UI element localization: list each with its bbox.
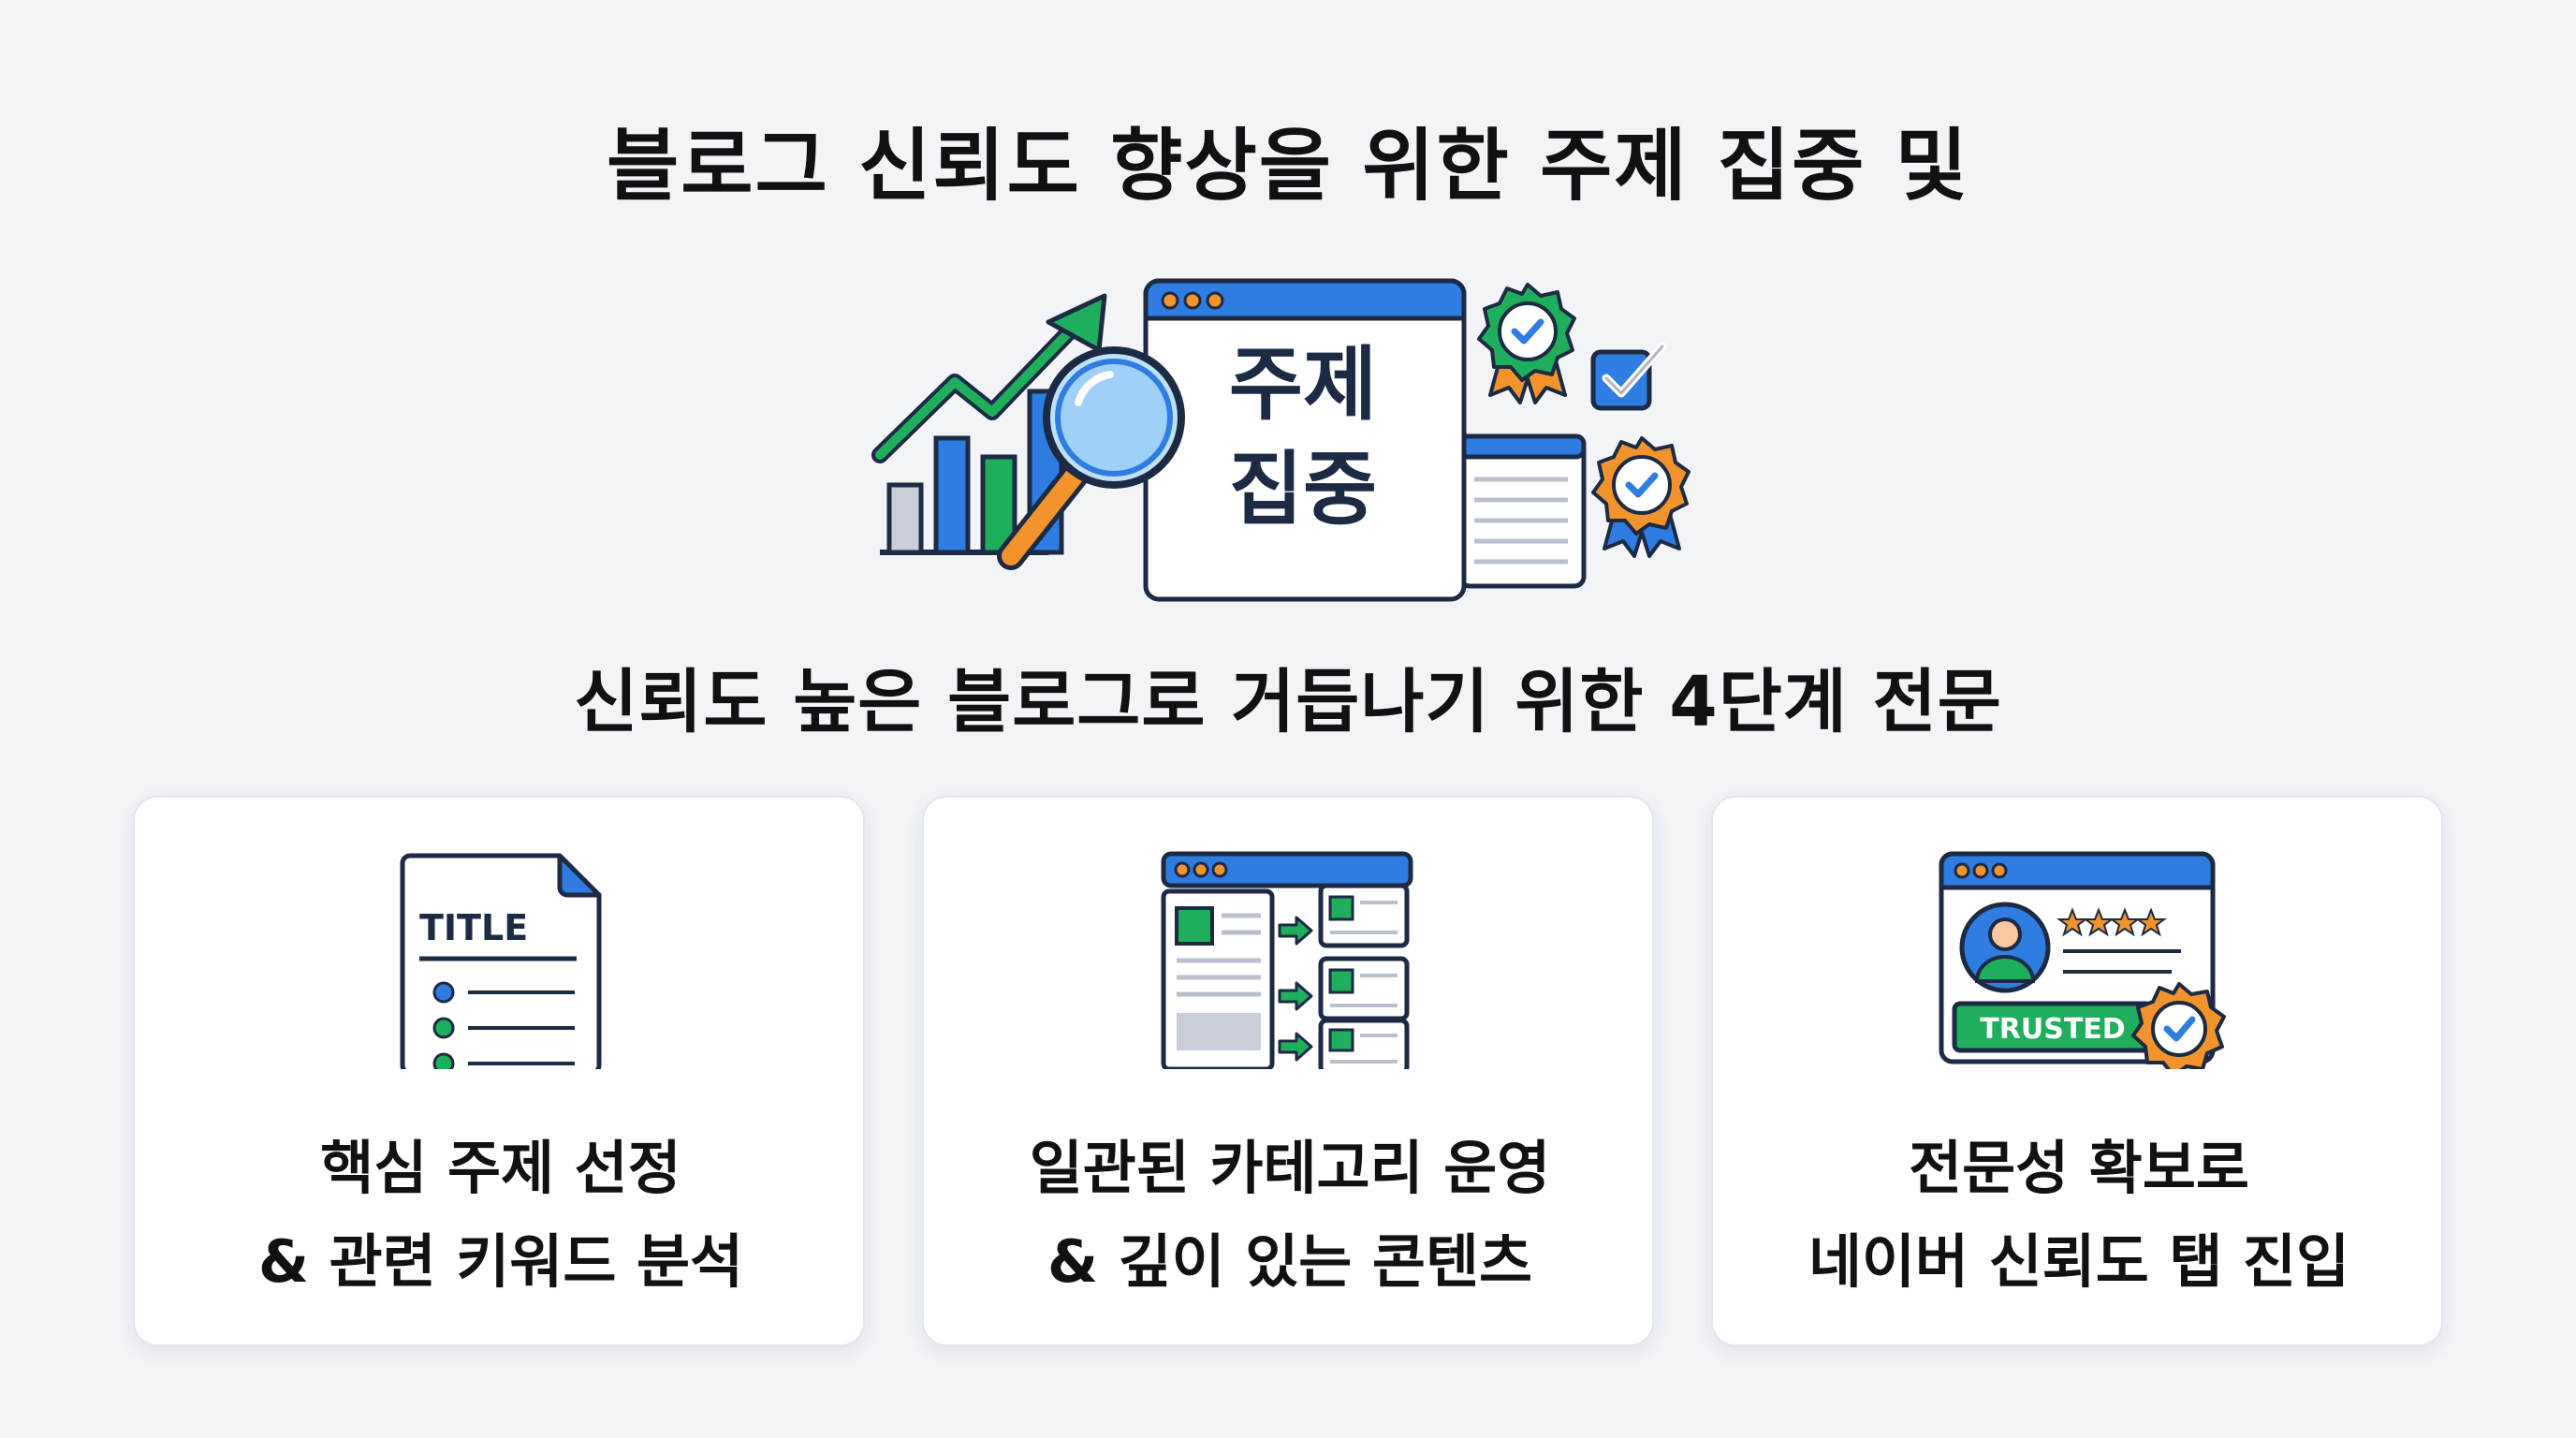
award-badge-orange-icon (1591, 436, 1690, 558)
hero-window-line2: 집중 (1229, 443, 1377, 536)
step-card-line1: 핵심 주제 선정 (320, 1134, 681, 1202)
arrow-icon (1278, 916, 1313, 1062)
step-card-trusted: TRUSTED 전문성 확보로 네이버 신뢰도 탭 진입 (1711, 796, 2443, 1346)
step-card-line2: & 관련 키워드 분석 (257, 1227, 744, 1296)
hero-window-line1: 주제 (1229, 338, 1377, 432)
step-card-line1: 일관된 카테고리 운영 (1029, 1134, 1551, 1202)
checkbox-checked-icon (1590, 342, 1667, 411)
trend-arrow-icon (871, 293, 1107, 463)
page-title: 블로그 신뢰도 향상을 위한 주제 집중 및 (607, 120, 1969, 212)
step-card-line2: & 깊이 있는 콘텐츠 (1046, 1227, 1533, 1296)
award-badge-green-icon (1477, 283, 1576, 404)
steps-card-row: TITLE 핵심 주제 선정 & 관련 키워드 분석 (133, 796, 2443, 1348)
step-card-keyword-analysis: TITLE 핵심 주제 선정 & 관련 키워드 분석 (133, 796, 865, 1346)
small-document-window-icon (1457, 433, 1587, 589)
rating-stars-icon (2056, 907, 2167, 937)
avatar-icon (1959, 902, 2051, 993)
magnifier-icon (997, 346, 1185, 570)
step-card-line2: 네이버 신뢰도 탭 진입 (1808, 1227, 2350, 1296)
document-title-icon: TITLE (400, 853, 602, 1069)
verified-seal-icon (2131, 982, 2226, 1069)
trusted-profile-icon: TRUSTED (1939, 851, 2226, 1069)
step-card-category: 일관된 카테고리 운영 & 깊이 있는 콘텐츠 (922, 796, 1654, 1346)
step-card-line1: 전문성 확보로 (1909, 1134, 2249, 1202)
category-flow-icon (1161, 851, 1413, 1069)
topic-browser-window: 주제 집중 (1143, 278, 1467, 602)
topic-focus-illustration: 주제 집중 (871, 278, 1690, 602)
page-subtitle: 신뢰도 높은 블로그로 거듭나기 위한 4단계 전문 (574, 662, 2002, 742)
trusted-badge-label: TRUSTED (1980, 1013, 2125, 1046)
document-title-label: TITLE (419, 907, 528, 948)
